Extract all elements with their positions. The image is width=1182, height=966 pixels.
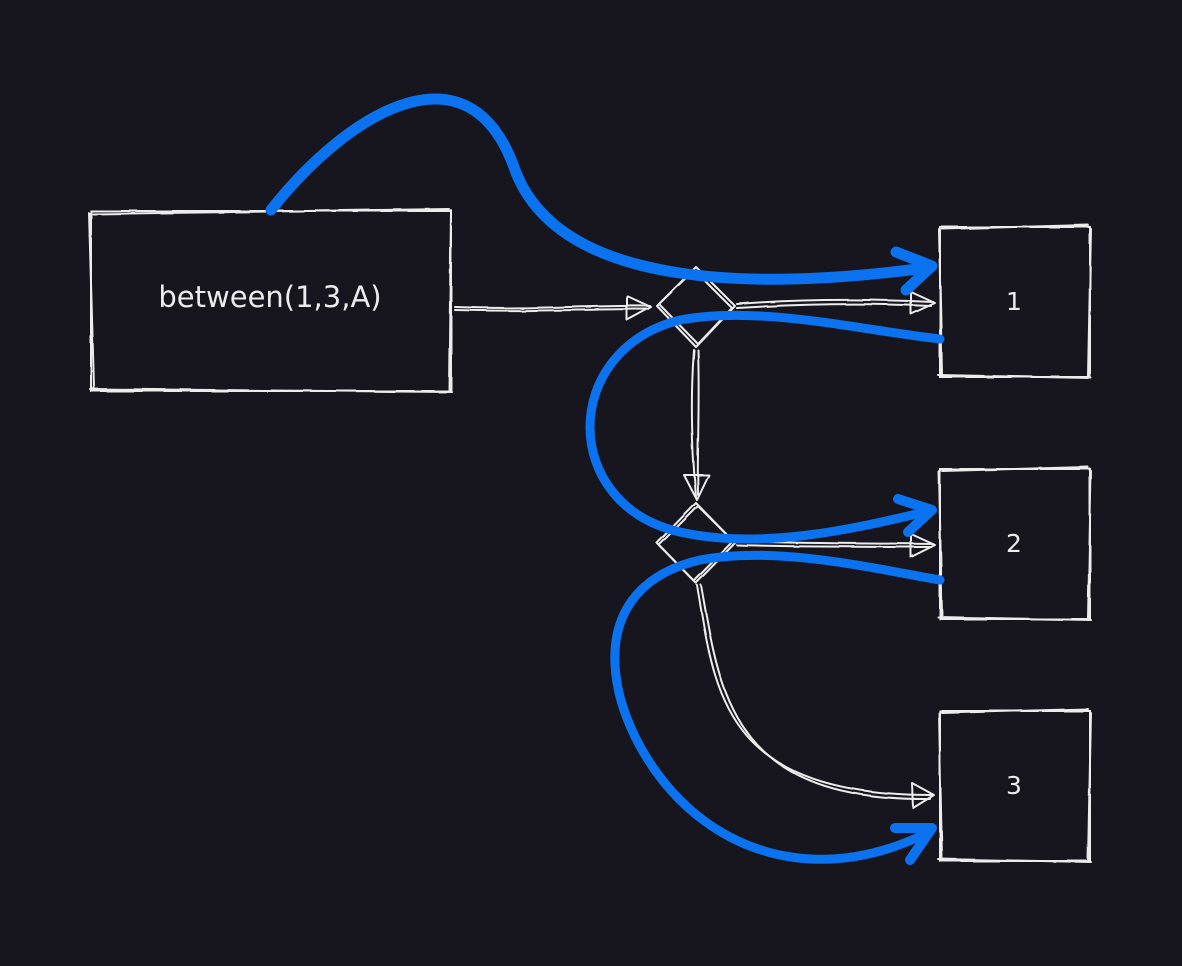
result-box-2 (937, 466, 1092, 621)
source-label: between(1,3,A) (158, 280, 381, 314)
result-label-3: 3 (1006, 771, 1022, 800)
result-box-1 (937, 224, 1092, 379)
connector-arrows (454, 291, 936, 809)
result-label-2: 2 (1006, 529, 1022, 558)
result-label-1: 1 (1006, 287, 1022, 316)
result-box-3 (937, 708, 1092, 863)
choice-diamond-1 (656, 266, 736, 348)
execution-flow (265, 93, 945, 865)
